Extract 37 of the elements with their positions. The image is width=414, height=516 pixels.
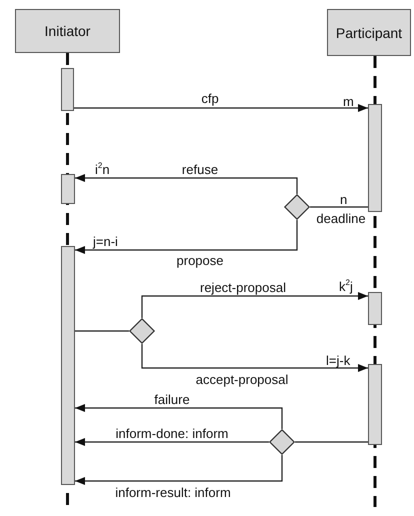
arrow	[75, 220, 298, 254]
arrow	[141, 344, 368, 372]
activation-bar	[368, 104, 382, 212]
arrow	[75, 455, 283, 485]
connector-line	[295, 441, 368, 443]
lifeline-header: Initiator	[15, 9, 120, 53]
decision-diamond	[284, 194, 310, 220]
decision-diamond	[129, 318, 155, 344]
activation-bar	[61, 68, 74, 111]
arrow	[74, 104, 368, 112]
activation-bar	[368, 364, 382, 445]
edge-label: refuse	[182, 162, 218, 177]
activation-bar	[61, 246, 75, 485]
activation-bar	[368, 292, 382, 325]
edge-label: failure	[154, 392, 190, 407]
arrow	[141, 292, 368, 318]
multiplicity-label: k$^{2}$j	[339, 279, 353, 294]
multiplicity-label: i$^{2}$n	[95, 162, 110, 177]
edge-label: inform-result: inform	[115, 485, 231, 500]
edge-label: reject-proposal	[200, 280, 286, 295]
arrow	[75, 404, 283, 429]
edge-label: deadline	[316, 211, 366, 226]
multiplicity-label: m	[343, 94, 354, 109]
arrow	[75, 174, 298, 194]
arrow	[75, 438, 269, 446]
edge-label: accept-proposal	[196, 372, 288, 387]
activation-bar	[61, 174, 75, 204]
connector-line	[75, 330, 129, 332]
multiplicity-label: n	[340, 192, 348, 207]
edge-label: inform-done: inform	[116, 426, 228, 441]
edge-label: propose	[176, 253, 224, 268]
multiplicity-label: j=n-i	[93, 234, 118, 249]
lifeline-header: Participant	[327, 9, 411, 56]
decision-diamond	[269, 429, 295, 455]
multiplicity-label: l=j-k	[326, 353, 350, 368]
connector-line	[310, 206, 368, 208]
edge-label: cfp	[201, 91, 219, 106]
